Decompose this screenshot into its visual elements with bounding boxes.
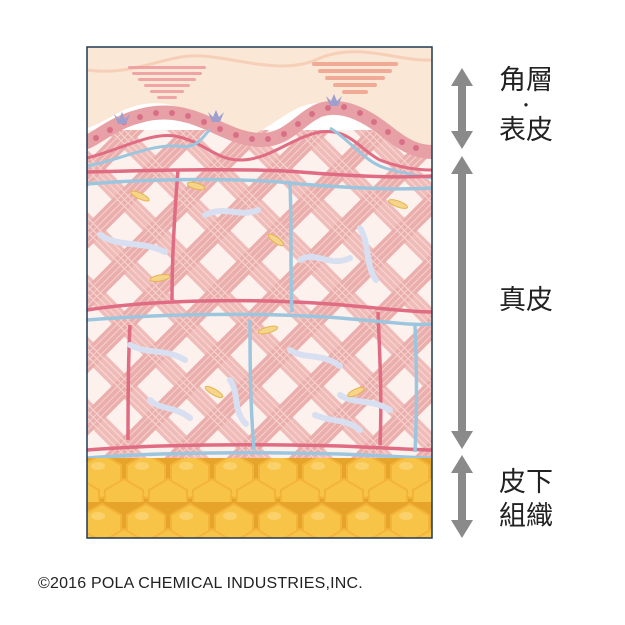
melanocytes bbox=[114, 94, 342, 124]
label-epidermis: 表皮 bbox=[499, 115, 553, 146]
subcutaneous-fat-layer bbox=[87, 458, 432, 538]
keratin-stripes-right bbox=[312, 62, 398, 94]
elastin-fibers bbox=[97, 207, 393, 433]
label-subcutis-line2: 組織 bbox=[499, 501, 553, 532]
subcutis-range-arrow bbox=[451, 455, 473, 538]
label-stratum-corneum-epidermis: 角層 ・ 表皮 bbox=[486, 64, 566, 148]
dermis-range-arrow bbox=[451, 156, 473, 449]
dermis-veins bbox=[87, 177, 432, 460]
label-stratum-corneum: 角層 bbox=[499, 65, 553, 96]
label-subcutis-line1: 皮下 bbox=[499, 467, 553, 498]
copyright-notice: ©2016 POLA CHEMICAL INDUSTRIES,INC. bbox=[38, 575, 363, 592]
artery-capillary-loop bbox=[87, 130, 432, 172]
label-subcutaneous-tissue: 皮下 組織 bbox=[486, 466, 566, 534]
diagram-frame bbox=[86, 46, 433, 539]
keratin-stripes-left bbox=[128, 66, 206, 99]
label-separator-dot: ・ bbox=[517, 96, 534, 115]
fibroblasts bbox=[130, 181, 408, 399]
skin-surface-line bbox=[87, 50, 432, 73]
dermis-arteries bbox=[87, 167, 432, 452]
label-dermis: 真皮 bbox=[499, 285, 553, 316]
epidermis-range-arrow bbox=[451, 68, 473, 149]
